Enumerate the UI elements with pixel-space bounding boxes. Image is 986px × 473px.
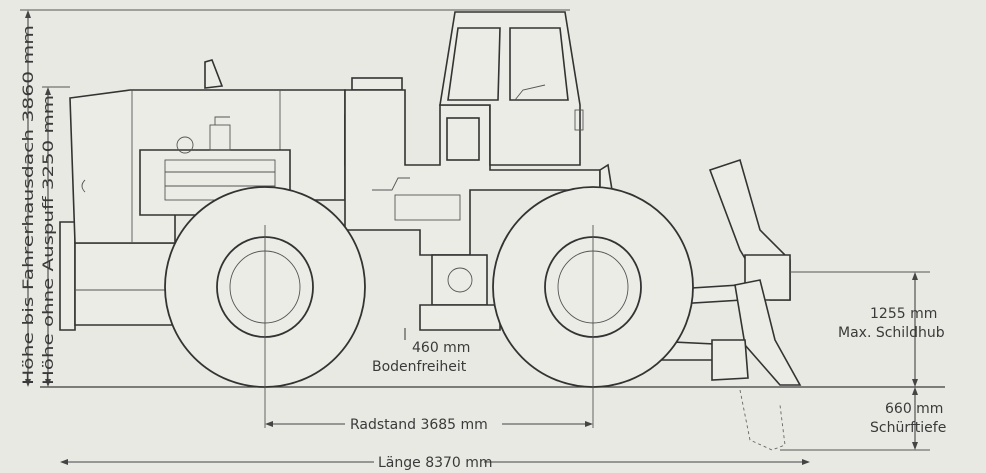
exhaust-stack — [204, 59, 224, 89]
wheelbase-dimension — [265, 421, 593, 427]
operator-cab — [439, 11, 584, 166]
length-label: Länge 8370 mm — [378, 455, 493, 471]
cutting-depth-value: 660 mm — [885, 401, 943, 417]
height-exhaust-label: Höhe ohne Auspuff 3250 mm — [41, 95, 57, 385]
transmission — [419, 254, 501, 331]
blade-lift-value: 1255 mm — [870, 306, 937, 322]
wheelbase-label: Radstand 3685 mm — [350, 417, 488, 433]
height-cab-label: Höhe bis Fahrerhausdach 3860 mm — [21, 25, 37, 385]
height-dimension-cab — [25, 10, 31, 387]
height-dimension-exhaust — [45, 87, 51, 387]
rear-bumper — [59, 221, 176, 331]
blade-dig-outline — [739, 389, 786, 451]
ground-clearance-value: 460 mm — [412, 340, 470, 356]
blade-lift-label: Max. Schildhub — [838, 325, 945, 341]
dozer-blade-raised — [708, 158, 791, 301]
ground-clearance-label: Bodenfreiheit — [372, 359, 467, 375]
cutting-depth-label: Schürftiefe — [870, 420, 946, 436]
front-wheel — [492, 186, 694, 428]
blade-lift-dimension — [790, 271, 930, 387]
dozer-blade-lowered — [711, 279, 802, 386]
length-dimension — [60, 459, 810, 465]
rear-wheel — [164, 186, 366, 428]
cutting-depth-dimension — [780, 387, 930, 451]
